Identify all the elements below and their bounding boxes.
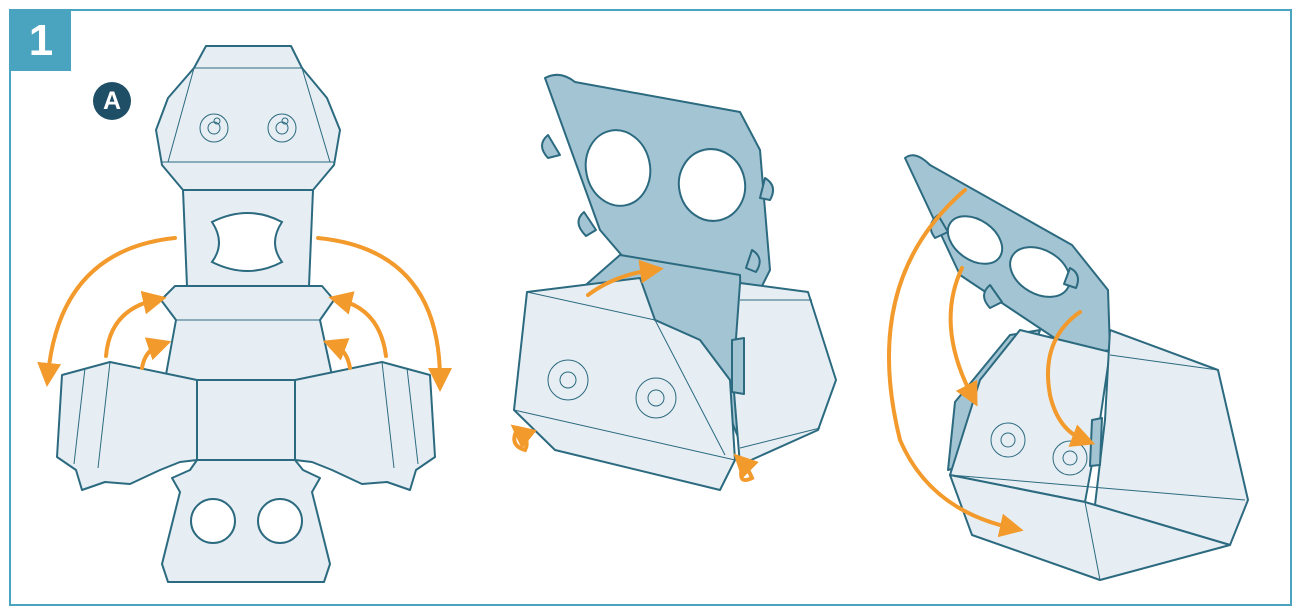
flat-template [48,46,440,582]
stage3-front-panel [950,330,1110,502]
template-bottom-panel [162,460,330,582]
template-eye-hole-left [191,499,235,543]
template-eye-hole-right [258,499,302,543]
template-nose-cutout [212,213,282,271]
stage3-top-strap [905,155,1110,355]
folding-stage-two [514,75,836,490]
template-middle-panel [161,286,334,380]
template-center-panel [197,380,295,460]
folding-stage-three [889,155,1248,580]
stage2-side-panel [733,283,836,465]
